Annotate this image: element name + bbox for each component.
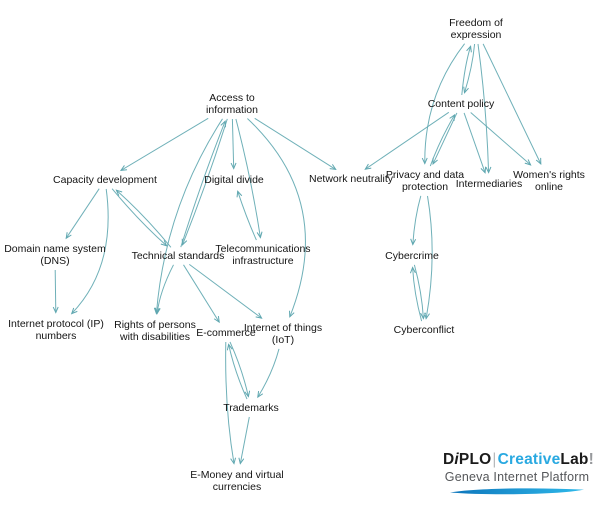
logo-swoosh <box>450 488 584 495</box>
edge-access-to-rights <box>153 118 223 315</box>
edge-trademarks-to-emoney <box>238 416 250 465</box>
edge-access-to-digital <box>230 118 237 170</box>
edge-iot-to-trademarks <box>257 348 280 399</box>
logo-exclamation: ! <box>588 451 594 468</box>
edge-freedom-to-intermediaries <box>477 43 492 174</box>
logo-separator: | <box>492 451 497 468</box>
edge-freedom-to-womens <box>482 43 542 165</box>
edge-technical-to-capacity <box>115 189 172 248</box>
edge-access-to-network <box>254 117 337 171</box>
edge-capacity-to-technical <box>111 188 168 247</box>
edge-privacy-to-cyberconflict <box>424 195 433 320</box>
edge-cyberconflict-to-cybercrime <box>409 266 423 322</box>
diplo-creativelab-logo: DiPLO|CreativeLab! Geneva Internet Platf… <box>443 451 594 496</box>
edge-ecommerce-to-emoney <box>225 341 237 465</box>
edge-group <box>52 43 542 465</box>
edge-content-to-freedom <box>461 45 472 96</box>
edge-content-to-intermediaries <box>463 112 487 174</box>
edge-access-to-telecom <box>235 118 263 239</box>
edge-capacity-to-dns <box>65 188 100 240</box>
logo-letter-i: i <box>454 451 459 468</box>
edge-technical-to-ecommerce <box>183 264 220 324</box>
logo-letter-d: D <box>443 451 455 468</box>
logo-creative: Creative <box>497 451 561 468</box>
edge-freedom-to-privacy <box>421 43 465 165</box>
logo-subtitle: Geneva Internet Platform <box>444 470 590 484</box>
logo-lab: Lab <box>560 451 589 468</box>
edge-dns-to-ip <box>52 269 59 314</box>
edge-access-to-capacity <box>119 117 209 172</box>
edge-privacy-to-cybercrime <box>410 195 422 246</box>
edge-privacy-to-content <box>429 113 456 167</box>
edge-technical-to-rights <box>154 264 174 315</box>
logo-letters-plo: PLO <box>458 451 492 468</box>
edge-trademarks-to-ecommerce <box>226 343 248 400</box>
edge-content-to-womens <box>470 112 532 166</box>
edge-ecommerce-to-trademarks <box>229 341 251 398</box>
edge-telecom-to-digital <box>236 190 257 241</box>
edge-freedom-to-content <box>463 43 476 94</box>
edge-technical-to-access <box>180 120 226 248</box>
edge-access-to-technical <box>181 118 228 246</box>
edge-capacity-to-ip <box>70 188 109 315</box>
logo-wordmark: DiPLO|CreativeLab! <box>443 451 594 469</box>
edge-content-to-network <box>364 111 450 170</box>
edge-technical-to-iot <box>189 263 263 319</box>
edge-access-to-iot <box>247 118 306 318</box>
